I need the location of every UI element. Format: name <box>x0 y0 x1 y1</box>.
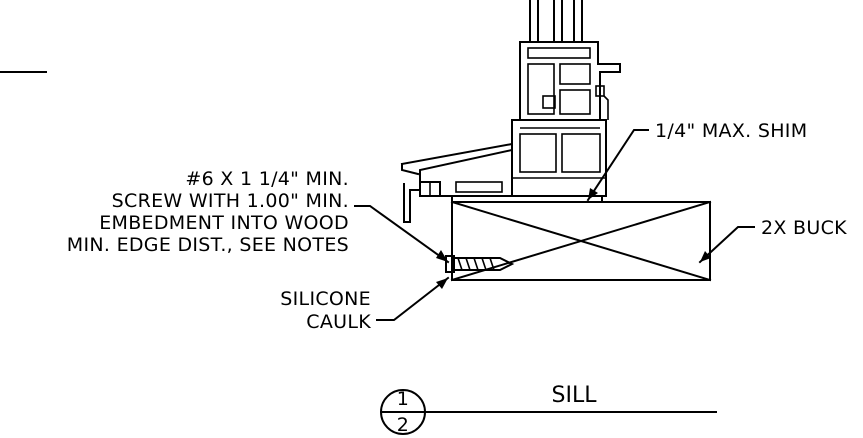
sheet-number: 2 <box>397 414 409 436</box>
screw <box>445 255 515 273</box>
screw-note-line1: #6 X 1 1/4" MIN. <box>185 168 349 190</box>
section-number: 1 <box>397 388 409 410</box>
buck-label: 2X BUCK <box>761 217 847 239</box>
caulk-label-line2: CAULK <box>306 311 371 333</box>
leader-shim <box>586 129 649 202</box>
shim-label: 1/4" MAX. SHIM <box>655 120 807 142</box>
screw-note-line2: SCREW WITH 1.00" MIN. <box>112 190 349 212</box>
wood-buck <box>450 200 712 282</box>
section-title: SILL <box>552 383 598 408</box>
screw-note-line4: MIN. EDGE DIST., SEE NOTES <box>67 234 349 256</box>
window-frame-profile <box>400 0 621 223</box>
leader-caulk <box>376 276 450 321</box>
screw-note-line3: EMBEDMENT INTO WOOD <box>99 212 349 234</box>
caulk-label-line1: SILICONE <box>280 288 371 310</box>
leader-screw <box>354 205 450 264</box>
section-callout: 1 2 SILL <box>380 383 717 436</box>
leader-buck <box>698 226 755 264</box>
